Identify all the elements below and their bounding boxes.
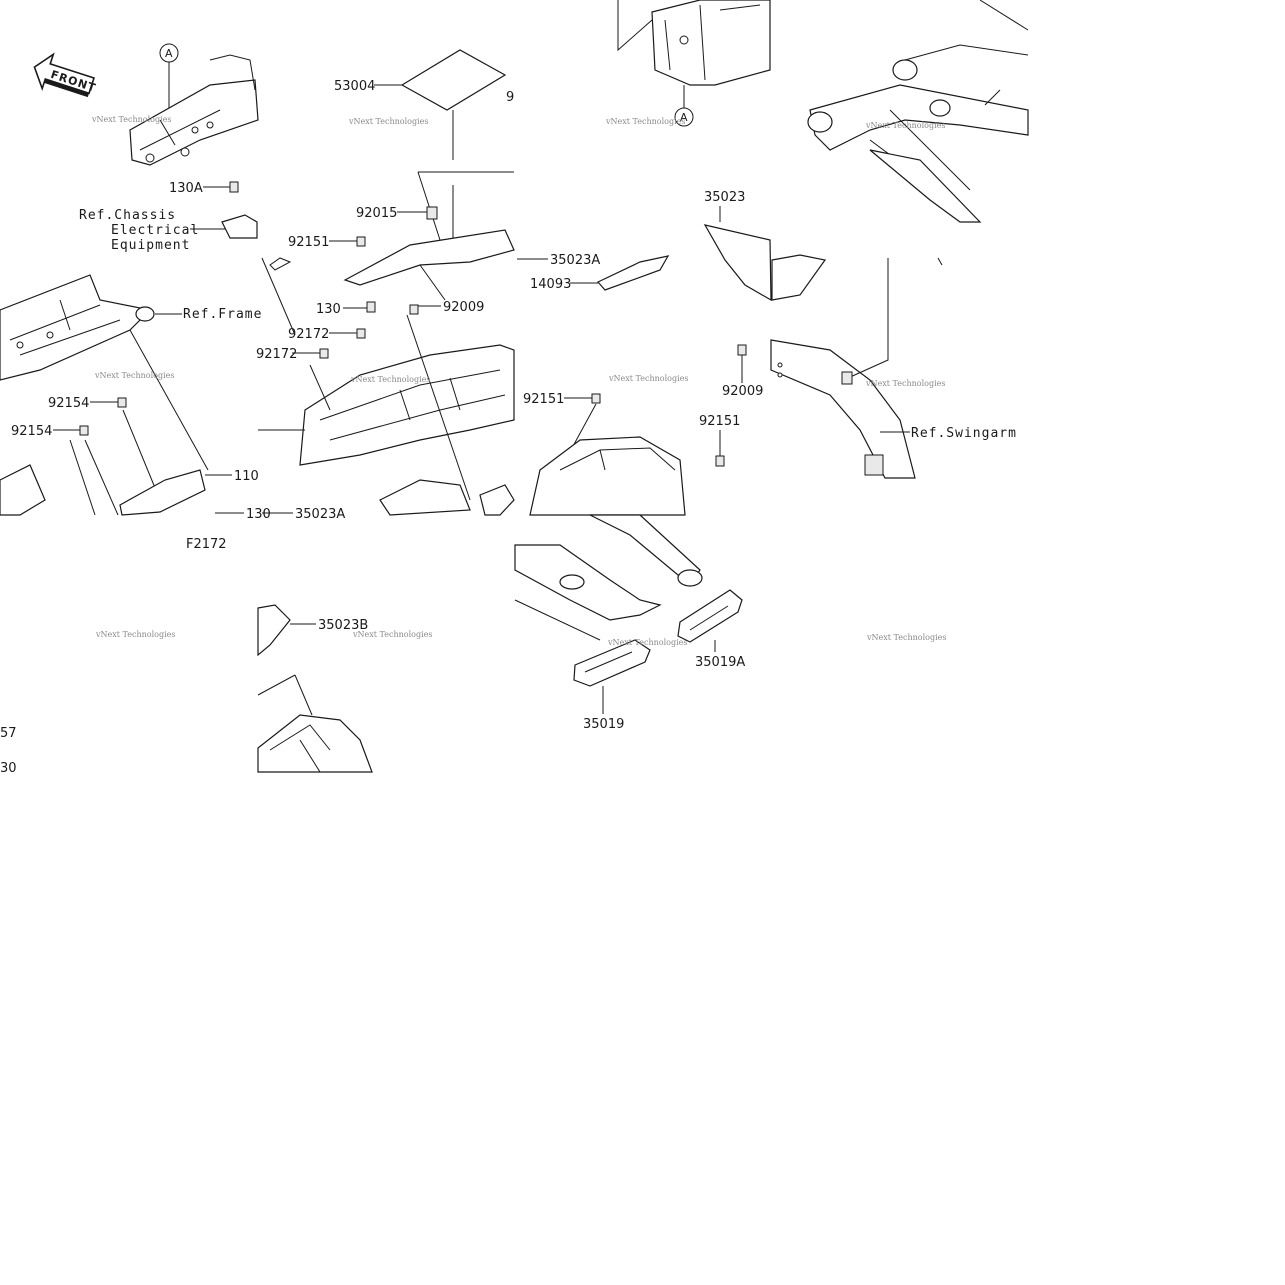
watermark-10: vNext Technologies <box>352 630 432 639</box>
label-35023A-a: 35023A <box>550 253 600 268</box>
watermark-9: vNext Technologies <box>95 630 175 639</box>
bracket-sketch <box>343 229 515 286</box>
ref-swingarm: Ref.Swingarm <box>911 426 1017 441</box>
label-57-partial: 57 <box>0 726 17 741</box>
watermark-3: vNext Technologies <box>348 117 428 126</box>
label-35019A: 35019A <box>695 655 745 670</box>
label-plate-sketch <box>400 49 507 111</box>
front-arrow-icon: FRONT <box>33 52 98 98</box>
label-92151-b: 92151 <box>523 392 564 407</box>
label-35019: 35019 <box>583 717 624 732</box>
watermark-2: vNext Technologies <box>94 371 174 380</box>
label-92154-a: 92154 <box>48 396 89 411</box>
ref-frame: Ref.Frame <box>183 307 262 322</box>
swingarm-upper-sketch <box>809 84 1029 151</box>
label-35023: 35023 <box>704 190 745 205</box>
label-30-partial: 30 <box>0 761 17 776</box>
mudguard-sketch <box>703 224 772 302</box>
cover-35023B-sketch <box>257 604 291 657</box>
watermark-12: vNext Technologies <box>866 633 946 642</box>
label-92015: 92015 <box>356 206 397 221</box>
tile-tail-cover: 53004 9 92015 92151 35023A 130 92009 921… <box>256 49 600 522</box>
cover-lower-sketch <box>257 714 373 773</box>
watermark-7: vNext Technologies <box>865 121 945 130</box>
circle-marker-a-mid <box>674 107 694 127</box>
watermark-4: vNext Technologies <box>350 375 430 384</box>
license-bracket-sketch <box>514 544 662 621</box>
watermark-8: vNext Technologies <box>865 379 945 388</box>
ref-chassis-line1: Ref.Chassis <box>79 208 176 223</box>
battery-case-sketch <box>651 0 771 86</box>
label-53004: 53004 <box>334 79 375 94</box>
label-9-partial: 9 <box>506 90 514 105</box>
label-35023A-b: 35023A <box>295 507 345 522</box>
tile-frame-front: FRONT A 130A Ref.Chassis Electrical Equi… <box>0 43 271 522</box>
watermark-1: vNext Technologies <box>91 115 171 124</box>
label-92172-b: 92172 <box>256 347 297 362</box>
tile-swingarm: 35023 92009 92151 Ref.Swingarm vNext Tec… <box>699 0 1029 479</box>
swingarm-lower-sketch <box>770 339 916 479</box>
frame-lower-sketch <box>0 274 152 381</box>
circle-marker-a-top-label: A <box>165 47 173 60</box>
reflector-35019A-sketch <box>677 589 743 643</box>
ref-chassis-line2: Electrical <box>111 223 199 238</box>
label-130A: 130A <box>169 181 203 196</box>
label-130: 130 <box>316 302 341 317</box>
label-92154-b: 92154 <box>11 424 52 439</box>
label-110: 110 <box>234 469 259 484</box>
circle-marker-a-mid-label: A <box>680 111 688 124</box>
tail-body-sketch <box>299 344 515 466</box>
watermark-6: vNext Technologies <box>608 374 688 383</box>
tile-battery-fender: A 14093 92151 vNext Technologies vNext T… <box>523 0 771 516</box>
watermark-5: vNext Technologies <box>605 117 685 126</box>
label-92009-a: 92009 <box>443 300 484 315</box>
label-92009-b: 92009 <box>722 384 763 399</box>
rear-fender-sketch <box>529 436 686 516</box>
label-92172-a: 92172 <box>288 327 329 342</box>
ref-chassis-line3: Equipment <box>111 238 190 253</box>
drawing-code: F2172 <box>186 537 227 552</box>
label-35023B: 35023B <box>318 618 368 633</box>
reflector-35019-sketch <box>573 639 651 687</box>
label-92151-c: 92151 <box>699 414 740 429</box>
label-130-partial: 130 <box>246 507 271 522</box>
watermark-11: vNext Technologies <box>607 638 687 647</box>
label-14093: 14093 <box>530 277 571 292</box>
tile-lower-row: F2172 vNext Technologies 35023B vNext Te… <box>0 514 946 776</box>
label-92151-a: 92151 <box>288 235 329 250</box>
